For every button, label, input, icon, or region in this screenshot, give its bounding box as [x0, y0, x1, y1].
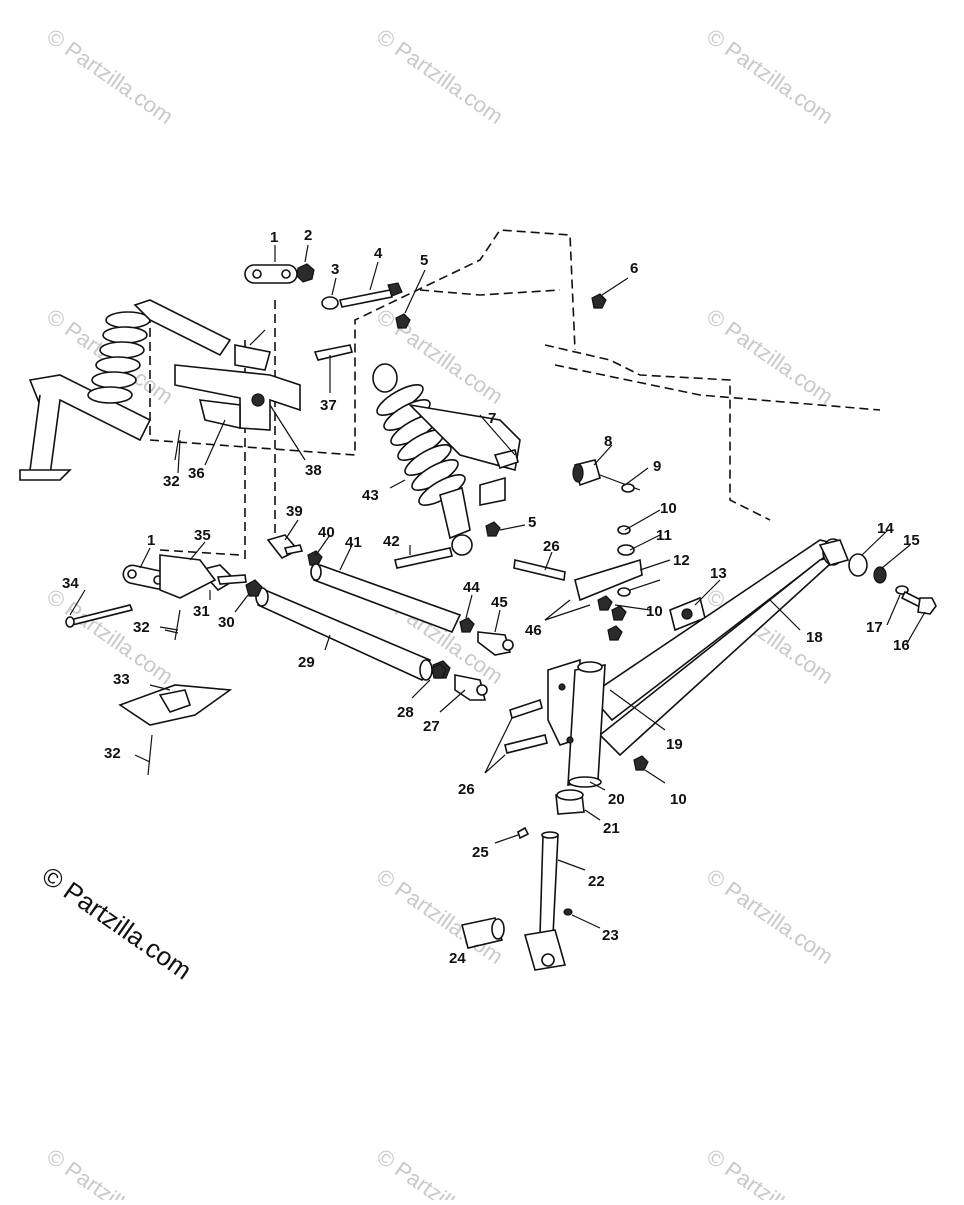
- shock-absorber: [372, 363, 501, 569]
- callout-26b: 26: [458, 781, 475, 798]
- a-arm: [588, 538, 850, 757]
- callout-2: 2: [304, 227, 312, 244]
- copyright-notice: © Partzilla.com: [37, 860, 198, 985]
- callout-33: 33: [113, 671, 130, 688]
- callout-43: 43: [362, 487, 379, 504]
- callout-15: 15: [903, 532, 920, 549]
- callout-8: 8: [604, 433, 612, 450]
- callout-10c: 10: [670, 791, 687, 808]
- watermark: © Partzilla.com: [702, 1144, 838, 1200]
- callout-10: 10: [660, 500, 677, 517]
- callout-46: 46: [525, 622, 542, 639]
- callout-1: 1: [270, 229, 278, 246]
- bolt-part: [338, 289, 394, 308]
- tie-rod-upper: [266, 534, 514, 656]
- callout-labels: 1 2 3 4 5 6 37 38 32 36 7 8 9 43 10 11 1…: [62, 227, 920, 967]
- callout-12: 12: [673, 552, 690, 569]
- left-spring: [87, 311, 151, 404]
- callout-13: 13: [710, 565, 727, 582]
- bushing-24: [461, 917, 505, 949]
- plate-13: [669, 596, 706, 632]
- callout-34: 34: [62, 575, 79, 592]
- callout-19: 19: [666, 736, 683, 753]
- spindle: [517, 826, 573, 971]
- callout-32c: 32: [104, 745, 121, 762]
- watermark: © Partzilla.com: [42, 584, 178, 690]
- top-hardware: [244, 263, 607, 361]
- callout-10b: 10: [646, 603, 663, 620]
- callout-28: 28: [397, 704, 414, 721]
- callout-3: 3: [331, 261, 339, 278]
- callout-5b: 5: [528, 514, 536, 531]
- callout-25: 25: [472, 844, 489, 861]
- callout-32: 32: [163, 473, 180, 490]
- callout-11: 11: [656, 527, 672, 544]
- watermark: © Partzilla.com: [702, 864, 838, 970]
- callout-29: 29: [298, 654, 315, 671]
- callout-16: 16: [893, 637, 910, 654]
- left-suspension: [19, 299, 232, 481]
- callout-38: 38: [305, 462, 322, 479]
- callout-44: 44: [463, 579, 480, 596]
- callout-36: 36: [188, 465, 205, 482]
- callout-21: 21: [603, 820, 620, 837]
- callout-30: 30: [218, 614, 235, 631]
- pivot-hardware: [848, 553, 937, 615]
- callout-6: 6: [630, 260, 638, 277]
- bracket-12: [513, 525, 643, 641]
- leader-lines: [69, 244, 926, 949]
- bolt-part: [509, 698, 543, 720]
- watermark: © Partzilla.com: [372, 864, 508, 970]
- callout-18: 18: [806, 629, 823, 646]
- callout-17: 17: [866, 619, 883, 636]
- callout-32b: 32: [133, 619, 150, 636]
- callout-37: 37: [320, 397, 337, 414]
- callout-26: 26: [543, 538, 560, 555]
- lower-bushings: [555, 789, 585, 815]
- lower-bolts: [431, 663, 548, 754]
- watermark: © Partzilla.com: [42, 24, 178, 130]
- watermark: © Partzilla.com: [42, 1144, 178, 1200]
- watermark: © Partzilla.com: [702, 24, 838, 130]
- bushing-and-pin: [572, 459, 641, 493]
- callout-45: 45: [491, 594, 508, 611]
- callout-7: 7: [488, 410, 496, 427]
- callout-20: 20: [608, 791, 625, 808]
- callout-22: 22: [588, 873, 605, 890]
- bolt-part: [513, 559, 566, 581]
- callout-39: 39: [286, 503, 303, 520]
- bolt-part: [313, 344, 353, 361]
- callout-1b: 1: [147, 532, 155, 549]
- upper-arm: [407, 403, 521, 506]
- callout-35: 35: [194, 527, 211, 544]
- callout-5: 5: [420, 252, 428, 269]
- callout-42: 42: [383, 533, 400, 550]
- spindle-housing: [547, 658, 649, 788]
- callout-23: 23: [602, 927, 619, 944]
- nut-part: [296, 263, 315, 283]
- bolt-part: [504, 734, 548, 754]
- washer-part: [321, 296, 339, 310]
- bolt-part: [394, 547, 453, 569]
- watermark: © Partzilla.com: [372, 24, 508, 130]
- callout-14: 14: [877, 520, 894, 537]
- callout-31: 31: [193, 603, 210, 620]
- callout-27: 27: [423, 718, 440, 735]
- watermark: © Partzilla.com: [702, 304, 838, 410]
- callout-24: 24: [449, 950, 466, 967]
- cover-33: [118, 684, 233, 776]
- callout-9: 9: [653, 458, 661, 475]
- callout-4: 4: [374, 245, 383, 262]
- callout-41: 41: [345, 534, 362, 551]
- mounting-bracket: [174, 329, 301, 431]
- watermark: © Partzilla.com: [372, 1144, 508, 1200]
- left-hardware: [65, 429, 217, 641]
- callout-40: 40: [318, 524, 335, 541]
